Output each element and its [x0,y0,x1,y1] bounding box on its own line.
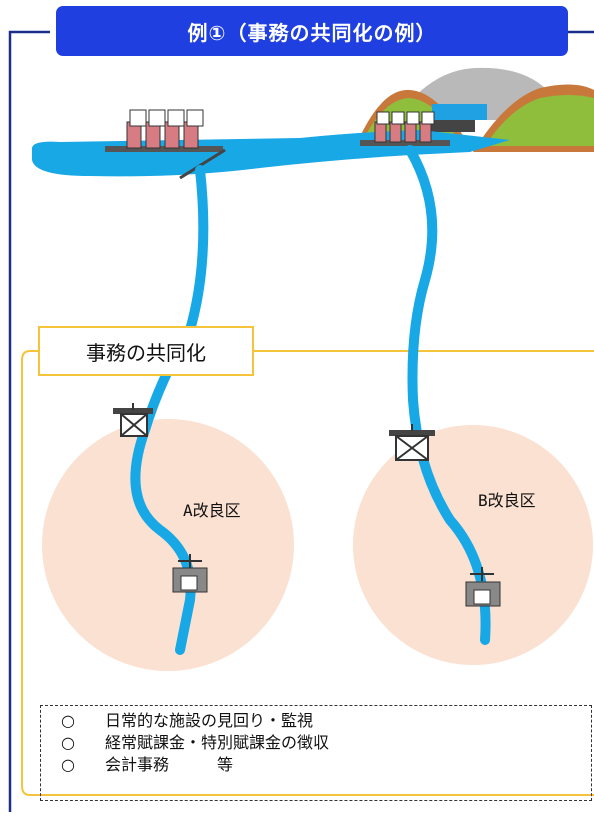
sluice-b-icon [465,567,501,607]
task-list: ○ 日常的な施設の見回り・監視 ○ 経常賦課金・特別賦課金の徴収 ○ 会計事務 … [40,705,592,801]
task-item: ○ 経常賦課金・特別賦課金の徴収 [61,732,591,754]
task-item: ○ 日常的な施設の見回り・監視 [61,710,591,732]
task-item: ○ 会計事務 等 [61,754,591,776]
main-river [31,130,510,177]
gate-a-icon [113,403,153,437]
canal-a [130,165,209,655]
task-text: 経常賦課金・特別賦課金の徴収 [105,733,330,752]
gate-b-icon [389,424,435,461]
task-text: 日常的な施設の見回り・監視 [105,711,314,730]
bullet-mark: ○ [61,755,75,774]
headworks-a-icon [105,109,226,180]
shared-office-frame [21,350,594,796]
district-b-label: B改良区 [478,491,536,510]
district-a-area [42,419,294,671]
task-text: 会計事務 等 [105,755,234,774]
bullet-mark: ○ [61,711,75,730]
sluice-a-icon [172,554,208,593]
canal-b [405,145,491,645]
bullet-mark: ○ [61,733,75,752]
outer-frame [8,30,50,812]
shared-office-label: 事務の共同化 [38,326,254,376]
headworks-b-icon [360,111,450,146]
title-banner: 例①（事務の共同化の例） [56,6,568,56]
district-a-label: A改良区 [183,501,241,520]
